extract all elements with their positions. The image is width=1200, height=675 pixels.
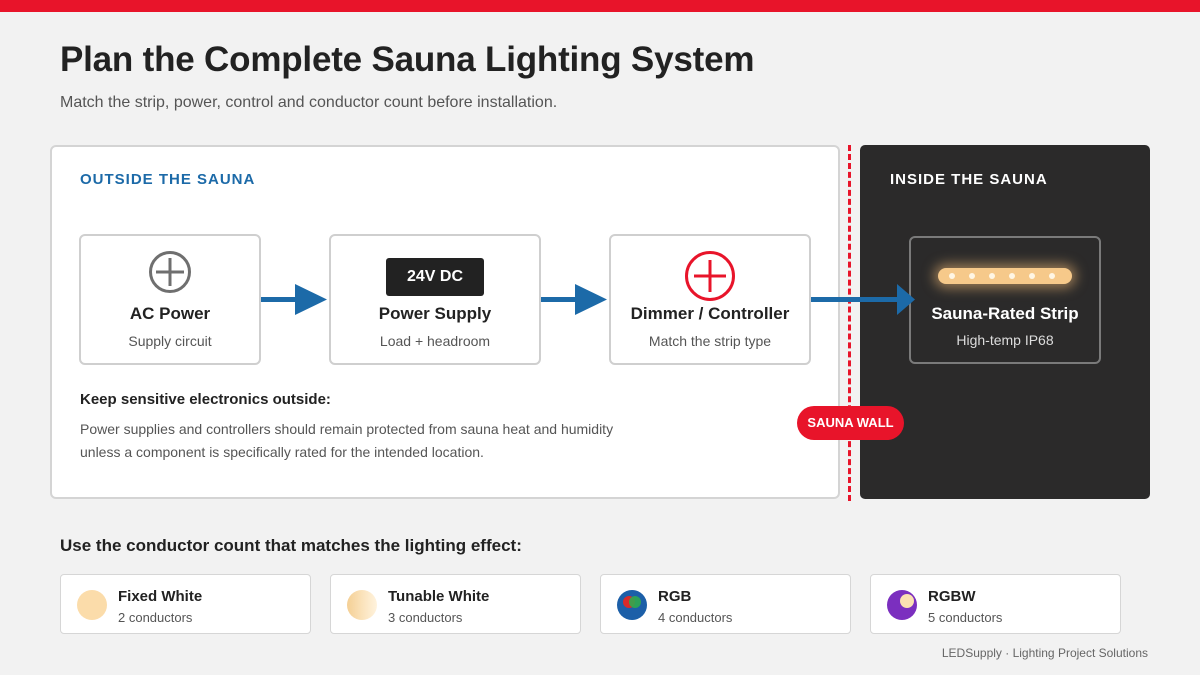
page-subtitle: Match the strip, power, control and cond… xyxy=(60,94,558,111)
node-ac-power: AC Power Supply circuit xyxy=(79,234,261,365)
card-count: 5 conductors xyxy=(928,610,1003,625)
conductor-card-tunable-white: Tunable White 3 conductors xyxy=(330,574,581,634)
card-count: 3 conductors xyxy=(388,610,463,625)
card-name: RGBW xyxy=(928,588,976,605)
sauna-wall-badge: SAUNA WALL xyxy=(797,406,904,440)
rgb-swatch xyxy=(617,590,647,620)
note-title: Keep sensitive electronics outside: xyxy=(80,391,331,408)
rgbw-swatch xyxy=(887,590,917,620)
node-label: AC Power xyxy=(129,304,211,323)
node-dimmer-controller: Dimmer / Controller Match the strip type xyxy=(609,234,811,365)
note-line: unless a component is specifically rated… xyxy=(80,444,484,460)
card-name: RGB xyxy=(658,588,692,605)
node-sauna-strip: Sauna-Rated Strip High-temp IP68 xyxy=(909,236,1101,364)
note-text: Power supplies and controllers should re… xyxy=(80,418,640,464)
led-strip-icon xyxy=(938,268,1072,284)
node-sublabel: Match the strip type xyxy=(648,333,772,349)
node-sublabel: High-temp IP68 xyxy=(956,332,1054,348)
voltage-badge: 24V DC xyxy=(386,258,484,296)
node-label: Power Supply xyxy=(378,304,492,323)
footer-credit: LEDSupply · Lighting Project Solutions xyxy=(941,646,1148,660)
arrow-ac-to-supply xyxy=(261,284,327,315)
page-title: Plan the Complete Sauna Lighting System xyxy=(60,40,755,79)
warm-white-swatch xyxy=(77,590,107,620)
sauna-wall-line xyxy=(848,145,851,501)
outside-heading: OUTSIDE THE SAUNA xyxy=(80,171,256,188)
node-sublabel: Supply circuit xyxy=(128,333,212,349)
conductor-card-rgb: RGB 4 conductors xyxy=(600,574,851,634)
arrow-dimmer-to-strip xyxy=(811,284,915,315)
card-name: Tunable White xyxy=(388,588,490,605)
card-count: 2 conductors xyxy=(118,610,193,625)
tunable-white-swatch xyxy=(347,590,377,620)
plus-circle-icon xyxy=(684,250,736,307)
arrow-supply-to-dimmer xyxy=(541,284,607,315)
node-power-supply: Power Supply Load + headroom xyxy=(329,234,541,365)
card-count: 4 conductors xyxy=(658,610,733,625)
conductor-title: Use the conductor count that matches the… xyxy=(60,536,522,555)
conductor-card-rgbw: RGBW 5 conductors xyxy=(870,574,1121,634)
card-name: Fixed White xyxy=(118,588,203,605)
node-label: Sauna-Rated Strip xyxy=(931,304,1079,323)
node-sublabel: Load + headroom xyxy=(379,333,491,349)
inside-heading: INSIDE THE SAUNA xyxy=(890,171,1048,188)
note-line: Power supplies and controllers should re… xyxy=(80,421,614,437)
top-accent-bar xyxy=(0,0,1200,12)
conductor-card-fixed-white: Fixed White 2 conductors xyxy=(60,574,311,634)
node-label: Dimmer / Controller xyxy=(630,304,790,323)
plus-circle-icon xyxy=(148,250,192,299)
